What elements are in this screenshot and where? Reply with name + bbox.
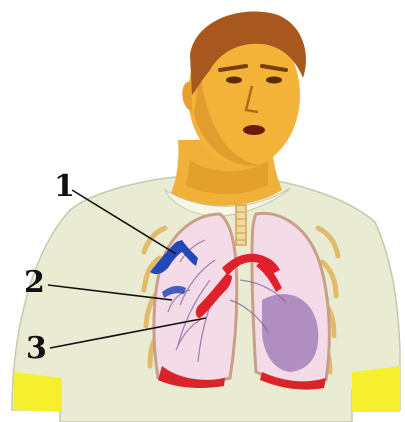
right-eye: [266, 77, 282, 84]
mouth: [243, 125, 265, 135]
ear: [182, 82, 192, 112]
trachea: [236, 205, 246, 245]
left-eye: [226, 77, 242, 84]
left-sleeve-cuff: [14, 372, 62, 412]
callout-label-3: 3: [26, 334, 47, 364]
right-sleeve-cuff: [352, 366, 400, 412]
callout-label-2: 2: [24, 268, 45, 298]
callout-label-1: 1: [54, 172, 75, 202]
